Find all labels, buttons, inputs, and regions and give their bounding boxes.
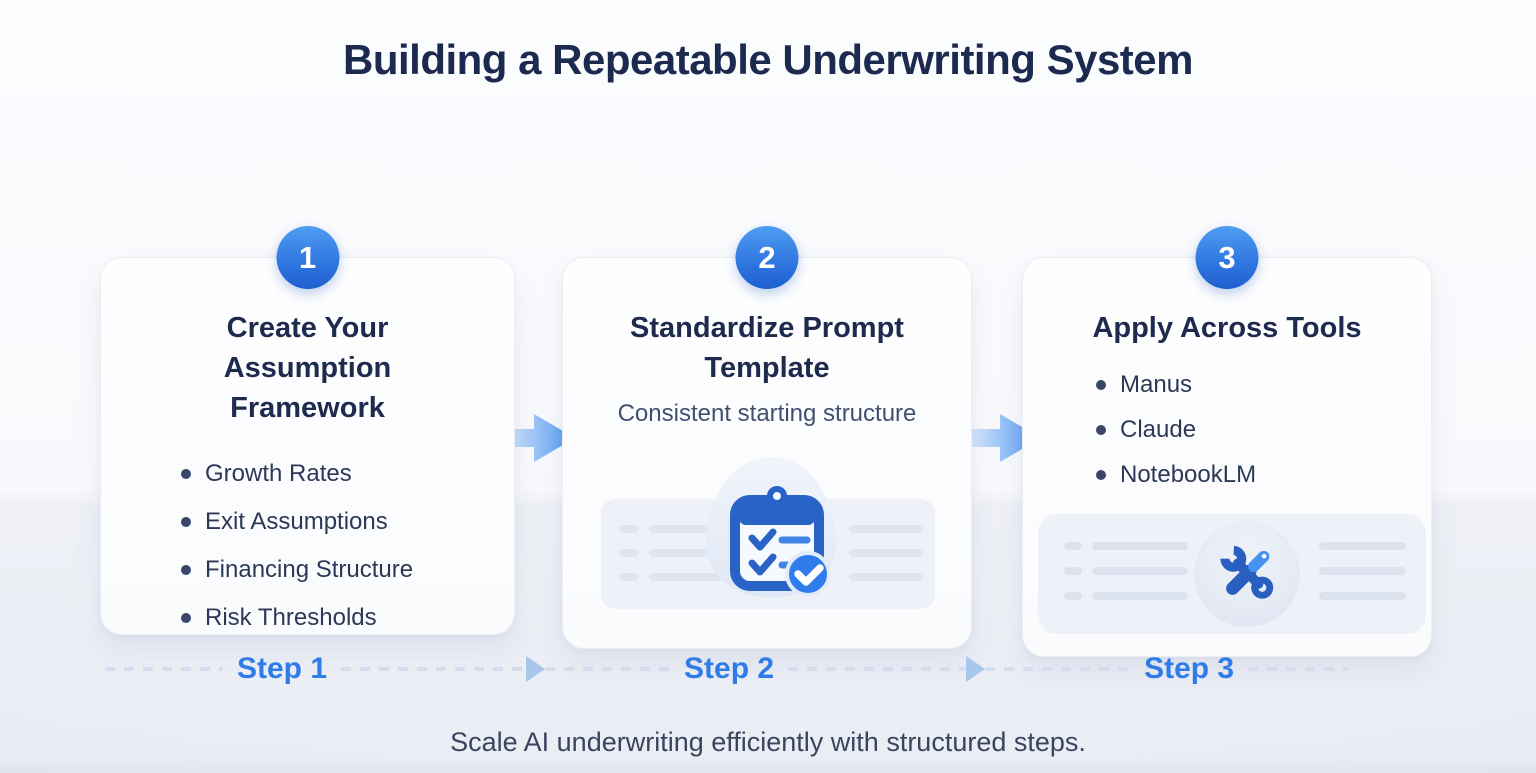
- placeholder-line: [1319, 567, 1406, 575]
- list-item: Risk Thresholds: [181, 594, 514, 642]
- list-item: Exit Assumptions: [181, 498, 514, 546]
- dashed-connector: [1248, 667, 1348, 671]
- bullet-list-1: Growth Rates Exit Assumptions Financing …: [181, 450, 514, 642]
- card-heading-1: Create Your Assumption Framework: [223, 312, 392, 424]
- placeholder-line: [1064, 542, 1082, 550]
- page-title: Building a Repeatable Underwriting Syste…: [343, 36, 1194, 83]
- bullet-dot: [181, 469, 191, 479]
- step-number: 3: [1218, 239, 1236, 275]
- card-heading-2: Standardize Prompt Template: [630, 312, 904, 384]
- step-label-2: Step 2: [684, 652, 775, 685]
- placeholder-line: [849, 549, 923, 557]
- placeholder-line: [619, 525, 639, 533]
- flow-arrow-right-icon: [948, 414, 1041, 462]
- placeholder-line: [1092, 567, 1188, 575]
- bullet-label: Financing Structure: [205, 556, 414, 583]
- bullet-dot: [1096, 469, 1106, 480]
- placeholder-line: [619, 573, 639, 581]
- dashed-connector: [788, 667, 967, 671]
- placeholder-line: [649, 573, 759, 581]
- dashed-connector: [105, 667, 223, 671]
- step-progress-row: Step 1 Step 2 Step 3: [105, 652, 1348, 686]
- bullet-dot: [1096, 379, 1106, 390]
- flow-arrow-right-icon: [482, 414, 575, 462]
- wrench-screwdriver-icon: [1220, 545, 1274, 599]
- triangle-right-icon: [526, 656, 546, 682]
- bullet-label: Exit Assumptions: [205, 508, 388, 535]
- list-item: Growth Rates: [181, 450, 514, 498]
- placeholder-line: [849, 573, 923, 581]
- list-item: NotebookLM: [1096, 452, 1431, 497]
- placeholder-line: [1319, 592, 1406, 600]
- placeholder-line: [1319, 542, 1406, 550]
- step-number: 2: [758, 239, 776, 275]
- card-heading-3: Apply Across Tools: [1092, 312, 1362, 344]
- step-label-3: Step 3: [1144, 652, 1235, 685]
- bullet-dot: [181, 565, 191, 575]
- dashed-connector: [545, 667, 671, 671]
- placeholder-line: [849, 525, 923, 533]
- bullet-label: Manus: [1120, 370, 1193, 398]
- bullet-list-3: Manus Claude NotebookLM: [1096, 362, 1431, 497]
- dashed-connector: [985, 667, 1131, 671]
- placeholder-line: [649, 525, 759, 533]
- clipboard-checklist-icon: [730, 486, 831, 597]
- bullet-label: Risk Thresholds: [205, 604, 377, 631]
- footer-tagline: Scale AI underwriting efficiently with s…: [450, 727, 1086, 757]
- placeholder-line: [619, 549, 639, 557]
- bullet-label: Claude: [1120, 415, 1197, 443]
- placeholder-line: [1092, 542, 1188, 550]
- placeholder-line: [649, 549, 759, 557]
- step-card-3: 3 Apply Across Tools Manus Claude Notebo…: [1022, 226, 1432, 657]
- placeholder-line: [1064, 567, 1082, 575]
- bullet-dot: [181, 517, 191, 527]
- step-number: 1: [298, 239, 317, 275]
- card-subtitle: Consistent starting structure: [617, 400, 917, 427]
- triangle-right-icon: [966, 656, 986, 682]
- step-number-badge-3: 3: [1195, 226, 1259, 289]
- bullet-dot: [181, 613, 191, 623]
- list-item: Claude: [1096, 407, 1431, 452]
- step-card-2: 2 Standardize Prompt Template Consistent…: [562, 226, 972, 649]
- step-label-1: Step 1: [237, 652, 328, 685]
- bullet-label: NotebookLM: [1120, 460, 1257, 488]
- placeholder-line: [1092, 592, 1188, 600]
- bullet-dot: [1096, 424, 1106, 435]
- step-number-badge-2: 2: [735, 226, 799, 289]
- tools-circle-backdrop: [1194, 521, 1300, 627]
- dashed-connector: [341, 667, 527, 671]
- step-number-badge-1: 1: [276, 226, 339, 289]
- step-card-1: 1 Create Your Assumption Framework Growt…: [100, 226, 515, 635]
- bullet-label: Growth Rates: [205, 460, 352, 487]
- list-item: Manus: [1096, 362, 1431, 407]
- placeholder-line: [1064, 592, 1082, 600]
- list-item: Financing Structure: [181, 546, 514, 594]
